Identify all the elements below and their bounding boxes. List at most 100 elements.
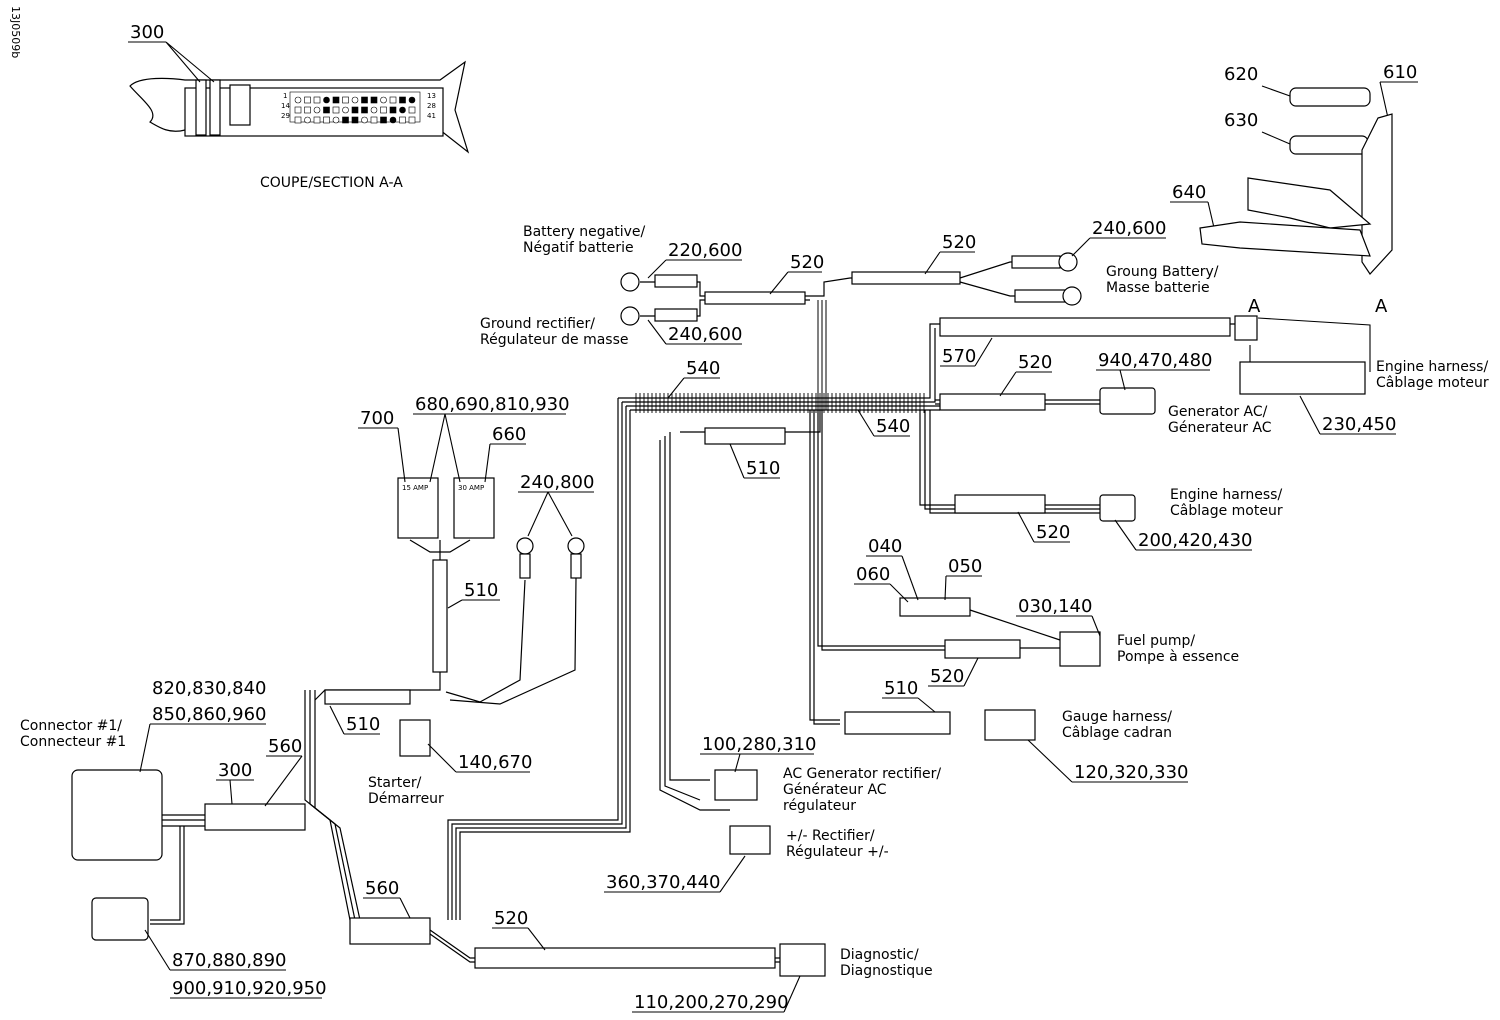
figure-id: 13J0509b <box>9 6 22 58</box>
sleeve-510-start <box>324 689 411 705</box>
callout-030-140: 030,140 <box>1018 596 1092 617</box>
callout-120-320-330: 120,320,330 <box>1074 762 1189 783</box>
callout-570: 570 <box>942 346 976 367</box>
connector-640-upper <box>1247 177 1372 229</box>
callout-520-top: 520 <box>942 232 976 253</box>
ring-terminal-240-b <box>567 537 585 555</box>
fuel-connectors-040-050-060 <box>899 597 971 617</box>
sleeve-510-fuse <box>432 559 448 673</box>
sleeves <box>204 255 1231 969</box>
section-a-a-view: 1 14 29 13 28 41 300 COUPE/SECTION A-A <box>128 22 470 191</box>
pin-grid <box>289 91 421 124</box>
callout-680-690-810-930: 680,690,810,930 <box>415 394 570 415</box>
callout-360-370-440: 360,370,440 <box>606 872 721 893</box>
label-diagnostic: Diagnostic/Diagnostique <box>840 947 933 979</box>
generator-ac-connector <box>1099 387 1156 415</box>
pin-label-28: 28 <box>427 102 436 110</box>
callout-520-batt: 520 <box>790 252 824 273</box>
callout-900-910-920-950: 900,910,920,950 <box>172 978 327 999</box>
fuse-holder-30 <box>453 477 495 539</box>
callout-100-280-310: 100,280,310 <box>702 734 817 755</box>
label-battery-negative: Battery negative/Négatif batterie <box>523 224 645 256</box>
ac-gen-rectifier-connector <box>714 769 758 801</box>
marker-a-left: A <box>1248 296 1261 317</box>
callout-510-start: 510 <box>346 714 380 735</box>
callout-700: 700 <box>360 408 394 429</box>
ring-terminal-240-a <box>516 537 534 555</box>
callout-870-880-890: 870,880,890 <box>172 950 287 971</box>
label-engine-harness-mid: Engine harness/Câblage moteur <box>1170 487 1283 519</box>
connectors: 15 AMP 30 AMP <box>71 252 1371 977</box>
engine-harness-top-plug <box>1234 315 1258 341</box>
callout-510-gauge: 510 <box>884 678 918 699</box>
callout-940-470-480: 940,470,480 <box>1098 350 1213 371</box>
rectifier-connector <box>729 825 771 855</box>
ring-terminal-ground-rect <box>620 306 640 326</box>
label-generator-ac: Generator AC/Génerateur AC <box>1168 404 1272 436</box>
callout-220-600: 220,600 <box>668 240 742 261</box>
engine-harness-mid-connector <box>1099 494 1136 522</box>
callout-230-450: 230,450 <box>1322 414 1396 435</box>
pin-label-13: 13 <box>427 92 436 100</box>
terminal-sleeve-a <box>519 553 531 579</box>
callout-510-fuse: 510 <box>464 580 498 601</box>
pin-label-41: 41 <box>427 112 436 120</box>
callout-050: 050 <box>948 556 982 577</box>
label-rectifier: +/- Rectifier/Régulateur +/- <box>786 828 889 860</box>
sleeve-battery-neg <box>654 274 698 288</box>
callout-140-670: 140,670 <box>458 752 532 773</box>
label-gauge-harness: Gauge harness/Câblage cadran <box>1062 709 1172 741</box>
ring-terminal-ground-batt-2 <box>1062 286 1082 306</box>
callout-660: 660 <box>492 424 526 445</box>
diagnostic-connector <box>779 943 826 977</box>
label-connector-1: Connector #1/Connecteur #1 <box>20 718 126 750</box>
connector-parts-top-right: 620 630 610 640 <box>1170 62 1418 275</box>
marker-a-right: A <box>1375 296 1388 317</box>
pin-label-1: 1 <box>283 92 287 100</box>
sleeve-570 <box>939 317 1231 337</box>
callout-510-mid: 510 <box>746 458 780 479</box>
fuel-pump-connector <box>1059 631 1101 667</box>
sleeve-ground-top <box>1011 255 1061 269</box>
callout-200-420-430: 200,420,430 <box>1138 530 1253 551</box>
sleeve-520-top <box>851 271 961 285</box>
callout-610: 610 <box>1383 62 1417 83</box>
callout-540-mid: 540 <box>876 416 910 437</box>
label-engine-harness-top: Engine harness/Câblage moteur <box>1376 359 1489 391</box>
callout-630: 630 <box>1224 110 1258 131</box>
sleeve-ground-rect <box>654 308 698 322</box>
callout-520-fuel: 520 <box>930 666 964 687</box>
callouts: Battery negative/Négatif batterie 220,60… <box>20 218 1489 1013</box>
engine-harness-top-box <box>1239 361 1366 395</box>
callout-640: 640 <box>1172 182 1206 203</box>
fuse-30-label: 30 AMP <box>458 484 484 492</box>
callout-560-low: 560 <box>365 878 399 899</box>
connector-870-body <box>91 897 149 941</box>
connector-630-shell <box>1289 135 1369 155</box>
callout-240-600-left: 240,600 <box>668 324 742 345</box>
callout-820-830-840: 820,830,840 <box>152 678 267 699</box>
callout-620: 620 <box>1224 64 1258 85</box>
pin-label-29: 29 <box>281 112 290 120</box>
callout-300-section: 300 <box>130 22 164 43</box>
callout-520-eng: 520 <box>1036 522 1070 543</box>
callout-040: 040 <box>868 536 902 557</box>
fuse-holder-15 <box>397 477 439 539</box>
callout-560-top: 560 <box>268 736 302 757</box>
sleeve-520-diag <box>474 947 776 969</box>
connector-610-cover <box>1361 113 1393 275</box>
callout-540-top: 540 <box>686 358 720 379</box>
starter-connector <box>399 719 431 757</box>
sleeve-520-fuel <box>944 639 1021 659</box>
sleeve-560-top <box>204 803 306 831</box>
sleeve-520-eng <box>954 494 1046 514</box>
callout-060: 060 <box>856 564 890 585</box>
label-fuel-pump: Fuel pump/Pompe à essence <box>1117 633 1239 665</box>
sleeve-ground-bottom <box>1014 289 1066 303</box>
gauge-harness-connector <box>984 709 1036 741</box>
label-ground-battery: Groung Battery/Masse batterie <box>1106 264 1219 296</box>
connector-620-shell <box>1289 87 1371 107</box>
section-title: COUPE/SECTION A-A <box>260 175 403 191</box>
